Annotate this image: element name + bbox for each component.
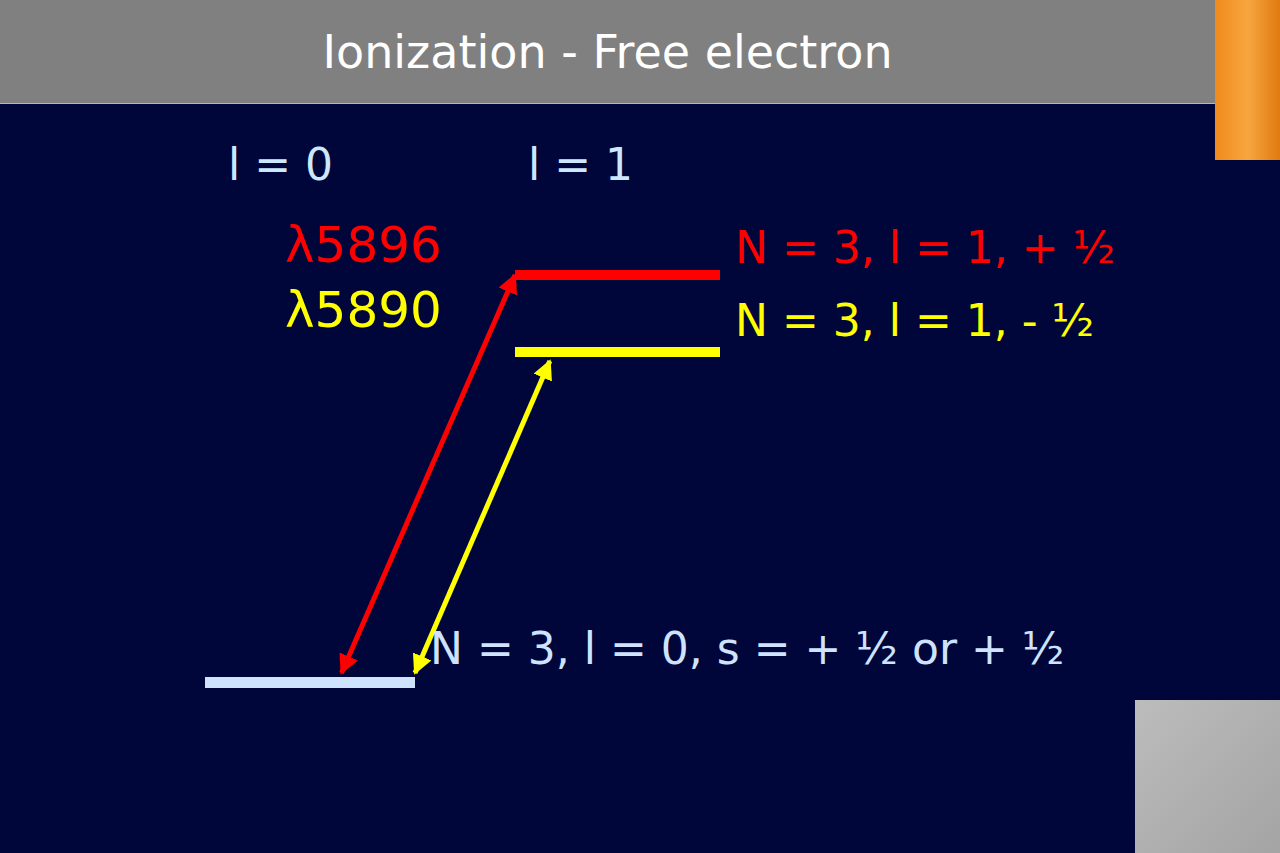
level-label: N = 3, l = 1, + ½ [735,226,1115,270]
slide-title: Ionization - Free electron [322,25,892,79]
wavelength-label: λ5896 [285,220,442,270]
orbital-label: l = 1 [528,143,633,187]
wavelength-label: λ5890 [285,285,442,335]
orange-corner-bar [1215,0,1280,160]
energy-level: N = 3, l = 1, + ½ [515,270,720,280]
energy-level: N = 3, l = 1, - ½ [515,347,720,357]
grey-corner-panel [1135,700,1280,853]
level-label: N = 3, l = 0, s = + ½ or + ½ [430,627,1065,671]
title-bar: Ionization - Free electron [0,0,1215,104]
orbital-label: l = 0 [228,143,333,187]
level-label: N = 3, l = 1, - ½ [735,299,1094,343]
ground-level: N = 3, l = 0, s = + ½ or + ½ [205,677,415,688]
